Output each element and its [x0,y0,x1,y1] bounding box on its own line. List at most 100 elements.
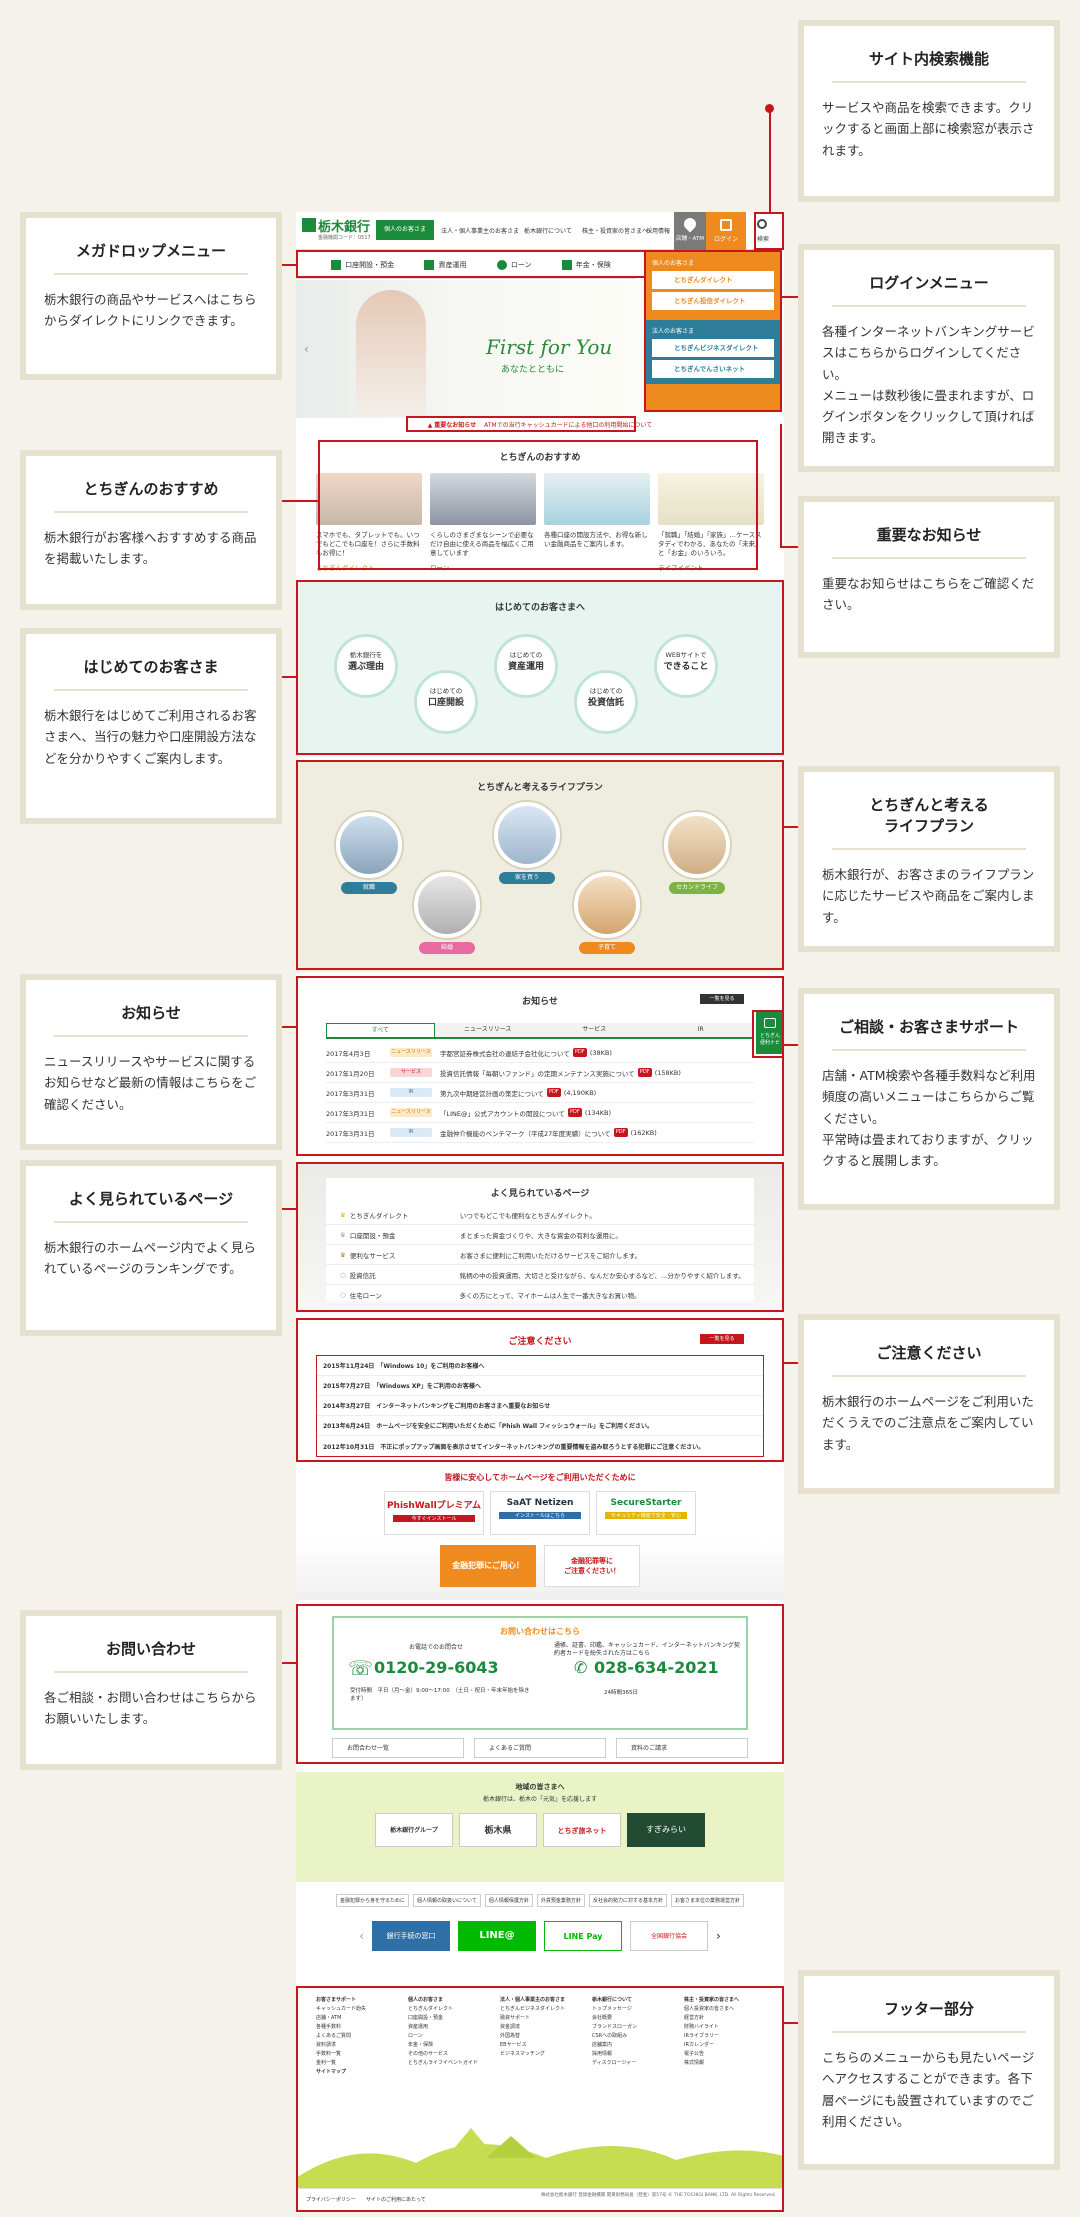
lifeplan-job-image[interactable] [336,812,402,878]
footer-link[interactable]: 採用情報 [592,2051,613,2057]
footer-link[interactable]: とちぎんダイレクト [408,2006,454,2012]
bottom-link[interactable]: 反社会的勢力に対する基本方針 [588,1894,667,1907]
zenginkyo-banner[interactable]: 全国銀行協会 [630,1921,708,1951]
site-usage-link[interactable]: サイトのご利用にあたって [366,2197,426,2203]
region-banner-travel[interactable]: とちぎ旅ネット [543,1813,621,1847]
footer-link[interactable]: 金利一覧 [316,2060,337,2066]
chevron-left-icon[interactable]: ‹ [304,342,309,356]
chevron-right-icon[interactable]: › [716,1929,721,1943]
faq-button[interactable]: よくあるご質問 [474,1738,606,1758]
important-notice-bar[interactable]: ▲ 重要なお知らせ ATMでの当行キャッシュカードによる他口の利用開始について [296,420,784,436]
footer-link[interactable]: CSRへの取組み [592,2033,628,2039]
caution-row[interactable]: 2012年10月31日 不正にポップアップ画面を表示させてインターネットバンキン… [323,1443,705,1451]
footer-link[interactable]: 資産運用 [408,2024,429,2030]
lifeplan-second-life-image[interactable] [664,812,730,878]
popular-row[interactable]: ○投資信託銘柄の中の投資運用、大切さと受けながら、なんだか安心するなど、…分かり… [326,1265,754,1285]
login-tochigin-direct[interactable]: とちぎんダイレクト [652,271,774,289]
line-pay-banner[interactable]: LINE Pay [544,1921,622,1951]
first-time-web[interactable]: WEBサイトでできること [654,634,718,698]
recommend-card[interactable]: くらしのさまざまなシーンで必要なだけ自由に使える商品を幅広くご用意していますロー… [430,473,536,572]
phishwall-banner[interactable]: PhishWallプレミアム今すぐインストール [384,1491,484,1535]
footer-link[interactable]: 電子公告 [684,2051,705,2057]
megamenu-loan[interactable]: ローン [496,259,531,270]
contact-phone-number[interactable]: 0120-29-6043 [374,1658,499,1677]
contact-list-button[interactable]: お問合わせ一覧 [332,1738,464,1758]
popular-row[interactable]: ○住宅ローン多くの方にとって、マイホームは人生で一番大きなお買い物。 [326,1285,754,1305]
fraud-banner-1[interactable]: 金融犯罪にご用心！ [440,1545,536,1587]
footer-link[interactable]: キャッシュカード紛失 [316,2006,367,2012]
megamenu-invest[interactable]: 資産運用 [424,259,466,270]
footer-link[interactable]: IRカレンダー [684,2042,714,2048]
lifeplan-child[interactable]: 子育て [579,942,635,954]
footer-link[interactable]: ブランドスローガン [592,2024,638,2030]
footer-link[interactable]: とちぎんライフイベントガイド [408,2060,479,2066]
lifeplan-house-image[interactable] [494,802,560,868]
site-search-button[interactable]: 検索 [748,212,778,250]
news-list-button[interactable]: 一覧を見る [700,994,744,1004]
footer-link[interactable]: ローン [408,2033,423,2039]
bottom-link[interactable]: 個人情報保護方針 [484,1894,533,1907]
privacy-policy-link[interactable]: プライバシーポリシー [306,2197,356,2203]
nav-about[interactable]: 栃木銀行について [524,228,572,235]
footer-link[interactable]: 口座開設・預金 [408,2015,444,2021]
bottom-link[interactable]: 金融犯罪から身を守るために [336,1894,410,1907]
megamenu-deposit[interactable]: 口座開設・預金 [331,259,394,270]
lifeplan-marriage[interactable]: 結婚 [419,942,475,954]
login-button[interactable]: ログイン [706,212,746,250]
footer-link[interactable]: 資金調達 [500,2024,521,2030]
footer-link[interactable]: 資料請求 [316,2042,337,2048]
first-time-account[interactable]: はじめての口座開設 [414,670,478,734]
footer-link[interactable]: トップメッセージ [592,2006,632,2012]
nav-corporate[interactable]: 法人・個人事業主のお客さま [441,228,520,235]
footer-link[interactable]: 店舗・ATM [316,2015,342,2021]
footer-link[interactable]: サイトマップ [316,2069,347,2075]
caution-row[interactable]: 2015年11月24日 「Windows 10」をご利用のお客様へ [317,1356,763,1376]
footer-link[interactable]: IRライブラリー [684,2033,719,2039]
contact-lost-number[interactable]: 028-634-2021 [594,1658,719,1677]
line-banner[interactable]: LINE@ [458,1921,536,1951]
chevron-left-icon[interactable]: ‹ [359,1929,364,1943]
footer-link[interactable]: 個人投資家の皆さまへ [684,2006,735,2012]
lifeplan-child-image[interactable] [574,872,640,938]
footer-link[interactable]: ディスクロージャー [592,2060,637,2066]
bottom-link[interactable]: 個人情報の取扱いについて [413,1894,481,1907]
popular-row[interactable]: ♛口座開設・預金まとまった資金づくりや、大きな資金の有利な運用に。 [326,1225,754,1245]
recommend-card[interactable]: 各種口座の開設方法や、お得な新しい金融商品をご案内します。 [544,473,650,572]
footer-link[interactable]: EBサービス [500,2042,527,2048]
region-banner-sugimirai[interactable]: すぎみらい [627,1813,705,1847]
tab-ir[interactable]: IR [647,1023,754,1037]
lifeplan-second-life[interactable]: セカンドライフ [669,882,725,894]
tab-all[interactable]: すべて [326,1023,435,1037]
lifeplan-job[interactable]: 就職 [341,882,397,894]
first-time-fund[interactable]: はじめての投資信託 [574,670,638,734]
footer-link[interactable]: とちぎんビジネスダイレクト [500,2006,566,2012]
footer-link[interactable]: よくあるご質問 [316,2033,352,2039]
footer-link[interactable]: 年金・保険 [408,2042,434,2048]
login-business-direct[interactable]: とちぎんビジネスダイレクト [652,339,774,357]
footer-link[interactable]: 財務ハイライト [684,2024,719,2030]
footer-link[interactable]: 会社概要 [592,2015,613,2021]
footer-link[interactable]: 手数料一覧 [316,2051,342,2057]
first-time-reason[interactable]: 栃木銀行を選ぶ理由 [334,634,398,698]
lifeplan-house[interactable]: 家を買う [499,872,555,884]
nav-personal[interactable]: 個人のお客さま [376,220,434,240]
caution-row[interactable]: 2015年7月27日 「Windows XP」をご利用のお客様へ [317,1376,763,1396]
news-row[interactable]: 2017年1月20日サービス投資信託情報「毎朝いファンド」の定期メンテナンス実施… [326,1063,754,1083]
nav-investors[interactable]: 株主・投資家の皆さまへ [582,228,649,235]
support-sticky-tab[interactable]: とちぎん便利ナビ [756,1012,784,1054]
region-banner-group[interactable]: 栃木銀行グループ [375,1813,453,1847]
hero-banner[interactable]: ‹ First for You あなたとともに [296,280,646,418]
footer-link[interactable]: 経営方針 [684,2015,705,2021]
caution-row[interactable]: 2013年6月24日 ホームページを安全にご利用いただくために「Phish Wa… [317,1416,763,1436]
caution-list-button[interactable]: 一覧を見る [700,1334,744,1344]
caution-row[interactable]: 2014年3月27日 インターネットバンキングをご利用のお客さまへ重要なお知らせ [317,1396,763,1416]
login-densai-net[interactable]: とちぎんでんさいネット [652,360,774,378]
bank-procedure-banner[interactable]: 銀行手続の窓口 [372,1921,450,1951]
popular-row[interactable]: ♛便利なサービスお客さまに便利にご利用いただけるサービスをご紹介します。 [326,1245,754,1265]
footer-link[interactable]: 株式情報 [684,2060,705,2066]
footer-link[interactable]: 店舗案内 [592,2042,613,2048]
